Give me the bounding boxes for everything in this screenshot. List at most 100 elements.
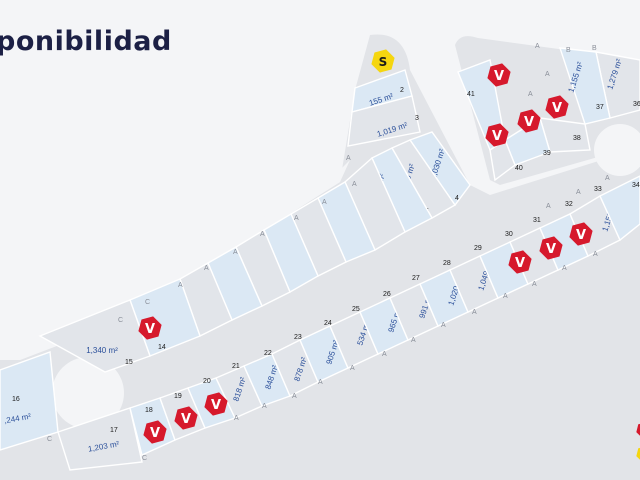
side-letter: A — [532, 281, 537, 288]
lot-number: 22 — [264, 350, 272, 357]
sold-marker-letter: V — [515, 256, 525, 271]
side-letter: A — [472, 309, 477, 316]
special-hexagon-icon: S — [371, 49, 395, 73]
page-title: ponibilidad — [0, 26, 172, 57]
lot-number: 41 — [467, 91, 475, 98]
lot-number: 23 — [294, 334, 302, 341]
sold-hexagon-icon: V — [517, 109, 541, 133]
lot-number: 36 — [633, 101, 640, 108]
side-letter: A — [605, 175, 610, 182]
lot-shape — [347, 95, 421, 147]
special-marker-letter: S — [379, 55, 388, 69]
lot-number: 30 — [505, 231, 513, 238]
side-letter: A — [262, 403, 267, 410]
side-letter: C — [118, 317, 123, 324]
sold-marker-letter: V — [492, 129, 502, 144]
cul-de-sac-east — [594, 124, 640, 176]
cul-de-sac-west — [52, 357, 124, 429]
lot-shape — [38, 299, 151, 373]
lot-number: 24 — [324, 320, 332, 327]
lot-number: 29 — [474, 245, 482, 252]
sold-hexagon-icon: V — [539, 236, 563, 260]
sold-hexagon-icon: V — [508, 250, 532, 274]
side-letter: A — [545, 71, 550, 78]
lot-number: 20 — [203, 378, 211, 385]
side-letter: A — [382, 351, 387, 358]
side-letter: C — [47, 436, 52, 443]
median-strip — [20, 160, 350, 360]
side-letter: A — [562, 265, 567, 272]
lot-number: 31 — [533, 217, 541, 224]
lot-3[interactable]: 31,019 m² — [347, 95, 421, 147]
lot-number: 37 — [596, 104, 604, 111]
sold-hexagon-icon: V — [487, 63, 511, 87]
lot-number: 32 — [565, 201, 573, 208]
lot-number: 33 — [594, 186, 602, 193]
lot-number: 16 — [12, 396, 20, 403]
lot-number: 17 — [110, 427, 118, 434]
sold-marker-letter: V — [494, 69, 504, 84]
lot-15[interactable]: 151,340 m² — [38, 299, 151, 373]
lot-number: 39 — [543, 150, 551, 157]
sold-hexagon-icon: V — [143, 420, 167, 444]
side-letter: A — [233, 249, 238, 256]
side-letter: C — [142, 455, 147, 462]
lot-34[interactable]: 34 — [599, 175, 640, 242]
side-letter: A — [411, 337, 416, 344]
sold-hexagon-icon: V — [545, 95, 569, 119]
side-letter: A — [318, 379, 323, 386]
sold-marker-letter: V — [145, 322, 155, 337]
side-letter: A — [441, 322, 446, 329]
lot-number: 14 — [158, 344, 166, 351]
side-letter: A — [234, 415, 239, 422]
lot-number: 40 — [515, 165, 523, 172]
lot-shape — [57, 407, 143, 471]
side-letter: A — [204, 265, 209, 272]
lot-shape — [599, 175, 640, 242]
side-letter: A — [352, 181, 357, 188]
side-letter: A — [178, 282, 183, 289]
lot-number: 25 — [352, 306, 360, 313]
sold-marker-letter: V — [552, 101, 562, 116]
side-letter: A — [576, 189, 581, 196]
sold-marker-letter: V — [150, 426, 160, 441]
side-letter: A — [346, 155, 351, 162]
side-letter: A — [322, 199, 327, 206]
lot-16[interactable]: 16,244 m² — [0, 351, 59, 451]
side-letter: B — [592, 45, 597, 52]
lot-number: 27 — [412, 275, 420, 282]
lot-17[interactable]: 171,203 m² — [57, 407, 143, 471]
side-letter: A — [292, 393, 297, 400]
lot-number: 3 — [415, 115, 419, 122]
lot-37[interactable]: 371,155 m² — [558, 47, 611, 125]
sold-hexagon-icon: V — [569, 222, 593, 246]
lot-number: 38 — [573, 135, 581, 142]
lot-number: 28 — [443, 260, 451, 267]
sold-marker-letter: V — [524, 115, 534, 130]
lot-number: 2 — [400, 87, 404, 94]
lot-number: 18 — [145, 407, 153, 414]
side-letter: A — [535, 43, 540, 50]
lot-number: 15 — [125, 359, 133, 366]
lot-number: 4 — [455, 195, 459, 202]
sold-hexagon-icon: V — [204, 392, 228, 416]
sold-hexagon-icon: V — [485, 123, 509, 147]
side-letter: A — [593, 251, 598, 258]
legend-special-hexagon-icon — [636, 447, 640, 460]
sold-marker-letter: V — [181, 412, 191, 427]
legend-sold-hexagon-icon — [636, 423, 640, 436]
side-letter: C — [145, 299, 150, 306]
side-letter: A — [503, 293, 508, 300]
sold-marker-letter: V — [576, 228, 586, 243]
sold-marker-letter: V — [211, 398, 221, 413]
side-letter: A — [294, 215, 299, 222]
sold-hexagon-icon: V — [138, 316, 162, 340]
sold-hexagon-icon: V — [174, 406, 198, 430]
